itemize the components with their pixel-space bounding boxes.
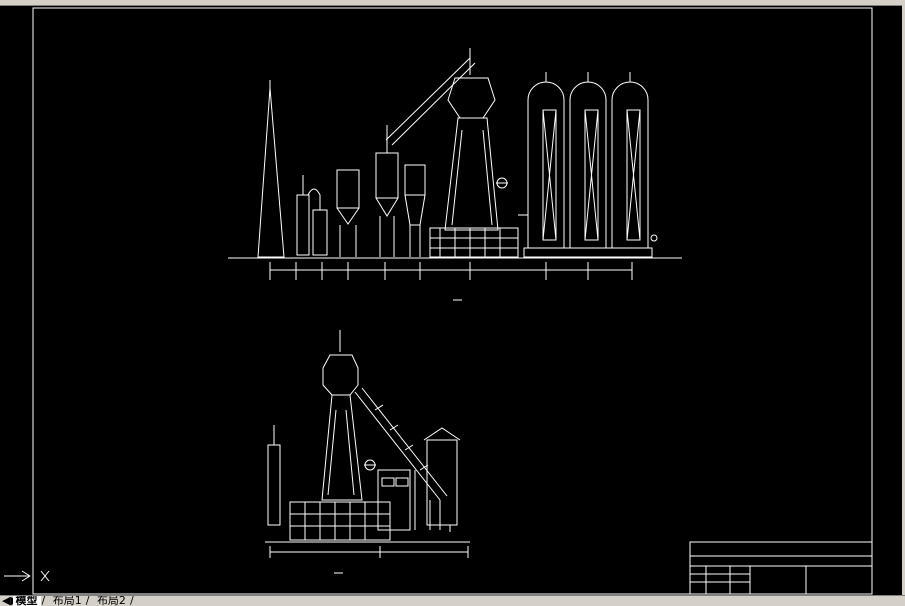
tab-model[interactable]: 模型 [12,596,41,606]
ucs-axis-icon [4,570,50,582]
drawing-canvas[interactable] [0,5,902,595]
layout-tab-bar: ◀▶ 模型/ 布局1/ 布局2/ [0,595,905,606]
tab-layout1[interactable]: 布局1 [52,595,82,606]
vertical-scrollbar[interactable] [902,5,905,595]
tab-layout2[interactable]: 布局2 [96,595,126,606]
title-block [689,541,873,595]
elevation-view-1 [228,48,682,301]
top-toolbar [0,0,905,6]
elevation-view-2 [265,330,470,574]
drawing-frame [32,7,873,595]
tab-nav-arrows-icon[interactable]: ◀▶ [2,595,19,606]
tab-separator: / [129,595,134,606]
tab-separator: / [41,595,46,606]
tab-separator: / [85,595,90,606]
